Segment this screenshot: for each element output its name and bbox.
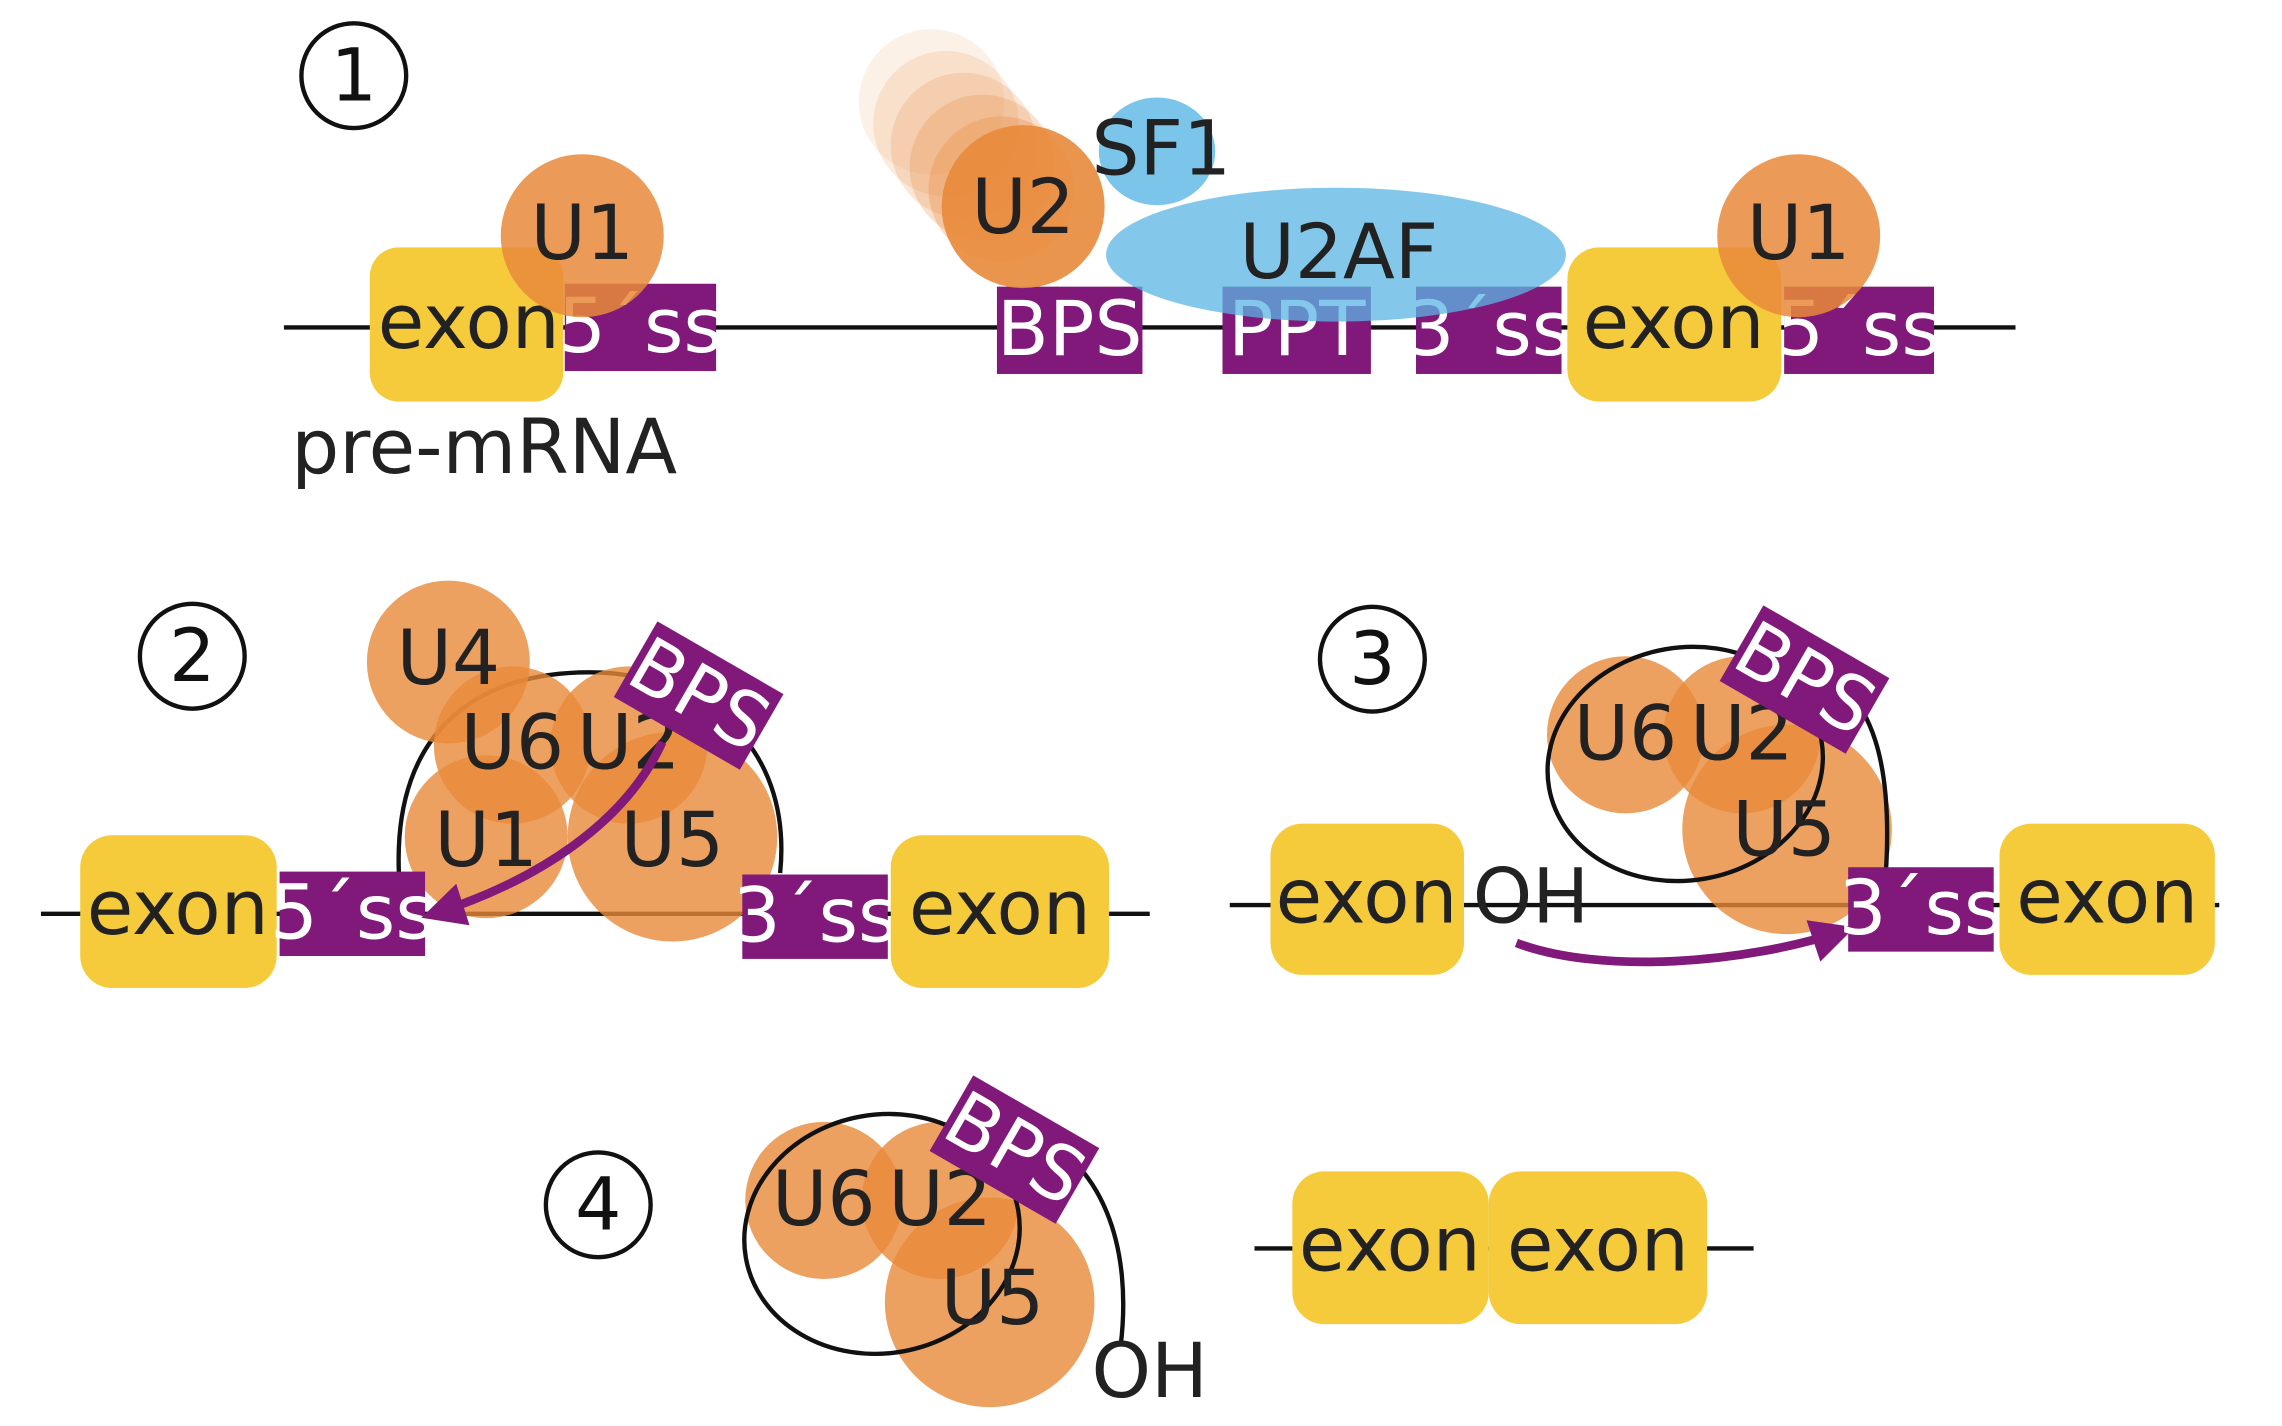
step-4-circle [543,1150,653,1260]
pre-mrna-label: pre-mRNA [291,403,677,491]
exon-right-3 [1999,823,2215,975]
exon-left-3 [1270,823,1465,975]
u1-right-1 [1717,154,1881,318]
u6-3-label: U6 [1574,690,1678,778]
sf1-1 [1098,97,1216,206]
exon-right-1 [1567,247,1782,402]
exon-a-4 [1292,1171,1489,1325]
ss3-3 [1848,867,1994,952]
u6-3 [1546,656,1705,814]
u6-2 [433,666,591,824]
exon-b-4 [1488,1171,1708,1325]
ss3-2 [742,874,888,959]
step-3-circle [1317,604,1427,714]
bps-1 [996,286,1143,374]
step-4-number: 4 [575,1163,621,1248]
exon-left-2 [80,835,277,989]
arrow-3 [1514,920,1855,967]
u5-2-label: U5 [621,796,725,884]
u1-left-1-label: U1 [530,189,634,277]
step-2: 2 U4 U6 U2 U1 U5 BPS exon 5´ss 3´ss exon [40,580,1150,989]
u5-4-label: U5 [941,1254,1045,1342]
u6-4-label: U6 [772,1155,876,1243]
lariat-loop-4 [742,1111,1022,1357]
step-3: 3 U6 U2 U5 BPS exon OH 3´ss exon [1229,604,2220,975]
step-2-circle [137,601,247,711]
lariat-loop-3 [1545,644,1826,884]
exon-left-1 [369,247,564,402]
u6-4 [745,1121,903,1280]
u1-left-1 [500,154,664,318]
ss5-2 [279,871,426,957]
step-1-circle [299,21,409,131]
step-4: 4 U6 U2 U5 BPS OH exon exon [543,1074,1754,1415]
exon-right-1-label: exon [1583,278,1765,366]
exon-b-4-label: exon [1507,1200,1689,1288]
exon-a-4-label: exon [1299,1200,1481,1288]
step-1: 1 exon 5´ss U1 BPS PPT 3´ss U2 SF1 U2AF … [283,21,2016,491]
u1-2-label: U1 [434,796,538,884]
ss5-2-label: 5´ss [270,869,435,957]
step-2-number: 2 [169,614,215,699]
lariat-loop-2 [396,670,784,874]
step-1-number: 1 [331,33,377,118]
arrow-2 [421,740,667,926]
u2-1 [941,125,1105,289]
exon-right-2 [890,835,1109,989]
step-3-number: 3 [1349,617,1395,702]
u1-right-1-label: U1 [1747,189,1851,277]
exon-left-3-label: exon [1276,853,1458,941]
u6-2-label: U6 [461,698,565,786]
ss3-3-label: 3´ss [1839,864,2004,952]
u2-1-label: U2 [971,163,1075,251]
sf1-1-label: SF1 [1092,105,1232,193]
exon-right-2-label: exon [909,864,1091,952]
exon-right-3-label: exon [2016,853,2198,941]
ss3-2-label: 3´ss [733,871,898,959]
bps-1-label: BPS [997,285,1143,373]
u5-3-label: U5 [1732,786,1836,874]
exon-left-2-label: exon [87,864,269,952]
oh-4-label: OH [1092,1327,1208,1415]
u2af-1 [1106,187,1566,322]
oh-3-label: OH [1473,853,1589,941]
u2af-1-label: U2AF [1239,208,1438,296]
u4-2-label: U4 [397,614,501,702]
